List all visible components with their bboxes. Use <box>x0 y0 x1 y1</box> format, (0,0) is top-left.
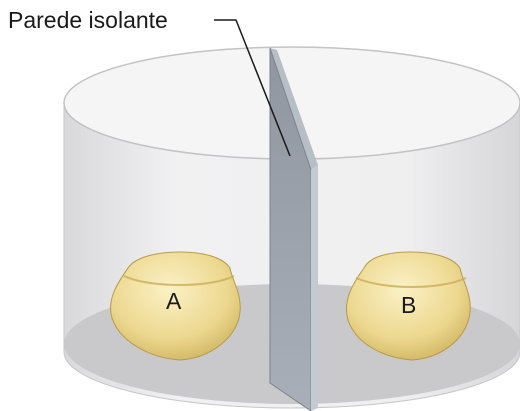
wall-face <box>269 47 312 411</box>
object-b: B <box>346 251 471 361</box>
wall-side-edge <box>311 165 318 411</box>
wall-top-edge <box>270 48 318 170</box>
object-a-ridge <box>123 275 235 286</box>
callout-label: Parede isolante <box>8 7 168 33</box>
insulating-wall <box>269 47 318 411</box>
object-a-shape <box>110 251 241 361</box>
object-a-label: A <box>166 288 182 314</box>
object-b-ridge <box>355 277 467 288</box>
object-a: A <box>110 251 241 361</box>
object-b-label: B <box>401 292 416 318</box>
callout: Parede isolante <box>8 7 291 157</box>
callout-leader-line <box>214 19 291 157</box>
object-b-shape <box>346 251 471 361</box>
